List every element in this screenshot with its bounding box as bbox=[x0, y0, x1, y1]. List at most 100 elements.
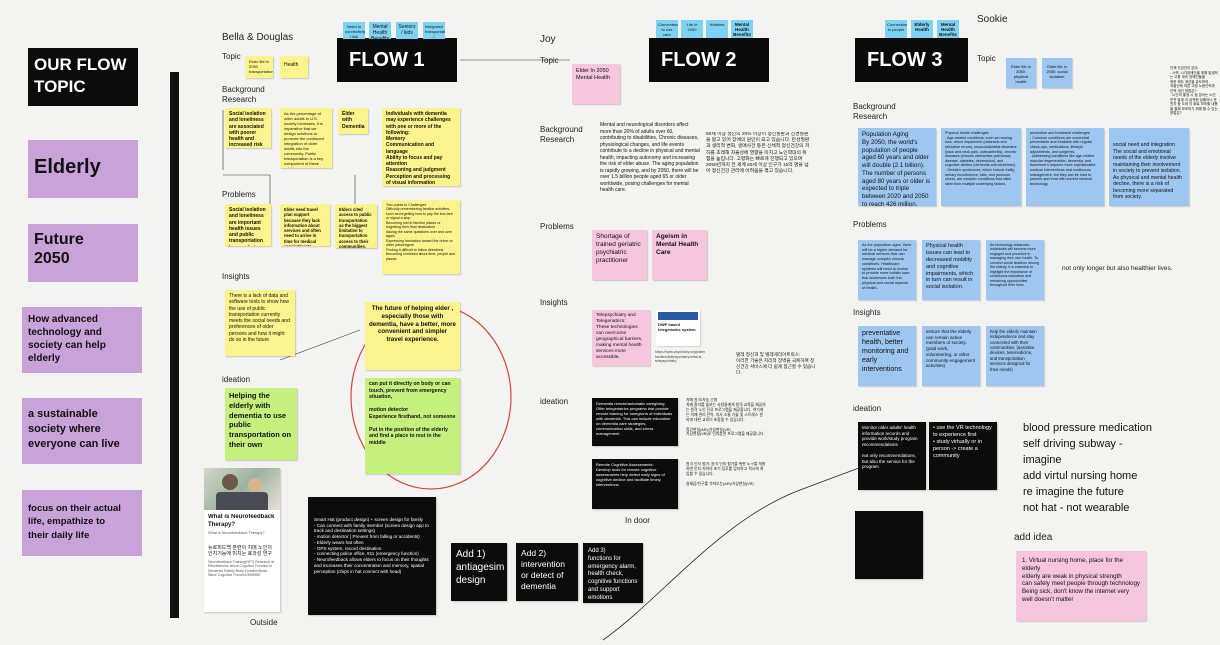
flow2-ideation-note: Remote Cognitive Assessments: Develop to… bbox=[592, 459, 678, 509]
flow2-ideation-kr: 원격 인지 평가: 원격 인지 평가를 위한 도구를 개발하면 인지 저하의 초… bbox=[686, 462, 766, 486]
flow3-problem-note: As the population ages, there will be a … bbox=[858, 240, 916, 300]
flow1-background-note: Individuals with dementia may experience… bbox=[382, 108, 460, 186]
flow3-label-add-idea: add idea bbox=[1014, 532, 1053, 543]
article-subtitle: What is Neurofeedback Therapy? bbox=[208, 530, 265, 535]
flow1-label-outside: Outside bbox=[250, 618, 278, 627]
smart-hat-note: Smart Hat (product design) + screen desi… bbox=[308, 497, 436, 615]
flow3-problem-side-note: not only longer but also healthier lives… bbox=[1062, 265, 1173, 272]
flow3-topic-note: Elder life in 2050: physical health bbox=[1006, 58, 1036, 88]
connector-line bbox=[223, 174, 271, 205]
add-note-3: Add 3) functions for emergency alarm, he… bbox=[583, 543, 643, 603]
flow1-label-background: Background Research bbox=[222, 85, 265, 105]
flow2-tag: Hobbies bbox=[706, 20, 728, 38]
flow3-ideation-note: Monitor older adults' health information… bbox=[858, 422, 926, 490]
flow3-label-background: Background Research bbox=[853, 102, 896, 122]
column-divider bbox=[170, 72, 179, 618]
flow1-tag: Mental Health Benefits bbox=[369, 22, 391, 39]
flow1-problem-note: Two points to Challenges Difficulty reme… bbox=[382, 200, 460, 274]
flow2-label-indoor: In door bbox=[625, 516, 650, 525]
topic-card-technology: How advanced technology and society can … bbox=[22, 307, 142, 373]
flow2-label-background: Background Research bbox=[540, 125, 583, 145]
flow1-problem-note: Elders cited access to public transporta… bbox=[335, 204, 377, 248]
topic-card-elderly: Elderly bbox=[28, 140, 138, 198]
flow3-label-insights: Insights bbox=[853, 308, 881, 317]
flow3-problem-note: As technology advances, individuals will… bbox=[986, 240, 1044, 300]
flow1-title: FLOW 1 bbox=[337, 38, 457, 82]
flow3-ideas-list: blood pressure medication self driving s… bbox=[1023, 422, 1153, 514]
flow2-insight-note: Telepsychiatry and Telegeriatrics: These… bbox=[592, 310, 650, 366]
flow2-label-problems: Problems bbox=[540, 222, 574, 231]
article-photo bbox=[204, 468, 280, 510]
flow3-blank-note bbox=[855, 511, 923, 579]
flow2-team-name: Joy bbox=[540, 34, 556, 45]
flow1-insight-note: The future of helping elder , especially… bbox=[365, 302, 460, 370]
add-note-2: Add 2) intervention or detect of dementi… bbox=[516, 543, 578, 601]
flow1-ideation-note: Helping the elderly with dementia to use… bbox=[225, 388, 297, 460]
flow2-background-kr: 60세 이상 성인의 20% 이상이 정신질환과 신경질환을 앓고 있어 장애의… bbox=[706, 132, 810, 175]
flow1-background-note: As the percentage of older adults in U.S… bbox=[280, 108, 332, 168]
flow3-label-problems: Problems bbox=[853, 220, 887, 229]
flow1-problem-note: Social isolation and loneliness are impo… bbox=[225, 204, 271, 246]
flow2-problem-note: Ageism in Mental Health Care bbox=[652, 230, 707, 280]
flow3-background-note: Population Aging By 2050, the world's po… bbox=[858, 128, 936, 206]
add-note-1: Add 1) antiagesim design bbox=[451, 543, 507, 601]
flow3-topic-note: Elder life in 2050: social isolation bbox=[1042, 58, 1072, 88]
flow3-insight-note: help the elderly maintain independence a… bbox=[986, 326, 1044, 386]
flow1-insight-note: There is a lack of data and software too… bbox=[225, 290, 295, 356]
flow2-label-insights: Insights bbox=[540, 298, 568, 307]
article-kr-title: 뉴로피드백 훈련이 치매 노인의 인지기능에 미치는 효과성 연구 bbox=[208, 544, 272, 558]
flow3-add-idea-note: 1. Virtual nursing home, place for the e… bbox=[1016, 551, 1146, 621]
flow1-background-note: Elder with Dementia bbox=[338, 108, 368, 134]
flow3-ideation-note: • use the VR technology to experience fi… bbox=[929, 422, 997, 490]
flow3-team-name: Sookie bbox=[977, 14, 1008, 25]
flow2-background-text: Mental and neurological disorders affect… bbox=[600, 122, 700, 193]
flow2-insight-url[interactable]: https://www.psychiatry.org/patients-fami… bbox=[655, 350, 705, 364]
flow1-tag: Need to connectivity / link people to th… bbox=[343, 22, 365, 39]
flow1-ideation-note: can put it directly on body or can touch… bbox=[365, 378, 460, 474]
flow2-tag: Life in 2050 bbox=[681, 20, 703, 38]
flow3-problem-note: Physical health issues can lead to decre… bbox=[922, 240, 980, 300]
flow2-ideation-note: Dementia remote/automatic caregiving Off… bbox=[592, 398, 678, 446]
flow-topic-title: OUR FLOW TOPIC bbox=[28, 48, 138, 106]
flow2-insight-article[interactable]: DWP based telegeriatric system bbox=[656, 310, 700, 346]
flow3-label-topic: Topic bbox=[977, 54, 996, 63]
flow1-team-name: Bella & Douglas bbox=[222, 32, 294, 43]
flow2-title: FLOW 2 bbox=[649, 38, 769, 82]
article-kr-subtitle: Neurofeedback Training(NFT) Research of … bbox=[208, 559, 275, 578]
flow3-side-note-kr: 인체 건강관리 분야 - 시력, 시각장애인을 위해 발생하는 고용 계속 장애… bbox=[1170, 66, 1218, 116]
flow3-title: FLOW 3 bbox=[855, 38, 968, 82]
flow3-insight-note: ensure that the elderly can remain activ… bbox=[922, 326, 980, 386]
article-title: What is Neurofeedback Therapy? bbox=[208, 514, 275, 528]
flow1-label-problems: Problems bbox=[222, 190, 256, 199]
flow1-topic-note: Elder life in 2050 transportation bbox=[245, 56, 273, 78]
flow2-insight-article-title: DWP based telegeriatric system bbox=[658, 322, 696, 333]
article-card[interactable]: What is Neurofeedback Therapy? What is N… bbox=[204, 468, 280, 612]
flow3-tag: Elderly Health bbox=[911, 20, 933, 38]
flow2-ideation-kr: 치매 원격/자동 간병 치매 환자를 돌보는 사람들에게 원격 교육을 제공하는… bbox=[686, 398, 766, 437]
flow1-tag: Integrated transportation / connectivity bbox=[423, 22, 445, 39]
flow1-problem-note: Elder need travel plan support because t… bbox=[280, 204, 330, 246]
flow3-label-ideation: ideation bbox=[853, 404, 882, 413]
flow1-label-ideation: ideation bbox=[222, 375, 251, 384]
flow1-background-note: Social isolation and loneliness are asso… bbox=[225, 108, 271, 148]
flow1-label-insights: Insights bbox=[222, 272, 250, 281]
flow1-tag: Seniors / kids bbox=[396, 22, 418, 39]
flow2-topic-note: Elder In 2050 Mental Health bbox=[572, 64, 620, 104]
flow3-insight-note: preventative health, better monitoring a… bbox=[858, 326, 916, 386]
flow3-background-note: Physical health challenges - Age-related… bbox=[941, 128, 1021, 206]
flow2-problem-note: Shortage of trained geriatric psychiatri… bbox=[592, 230, 647, 280]
flow2-tag: Mental Health Benefits bbox=[731, 20, 753, 38]
flow3-background-note: social need and integration The social a… bbox=[1109, 128, 1189, 206]
flow1-label-topic: Topic bbox=[222, 52, 241, 61]
flow2-tag: Convenience to use care bbox=[656, 20, 678, 38]
flow2-label-ideation: ideation bbox=[540, 397, 569, 406]
flow3-tag: Connection to people bbox=[885, 20, 907, 38]
flow3-background-note: prevention and treatment challenges - Co… bbox=[1026, 128, 1104, 206]
topic-card-daily-life: focus on their actual life, empathize to… bbox=[22, 490, 142, 556]
flow2-label-topic: Topic bbox=[540, 56, 559, 65]
flow1-topic-note: Health bbox=[280, 56, 308, 78]
flow3-tag: Mental Health Benefits bbox=[937, 20, 959, 38]
topic-card-future: Future 2050 bbox=[28, 224, 138, 282]
flow2-insight-kr: 텔레 정신과 및 텔레게리아트릭스: 이러한 기술은 지리적 장벽을 극복하여 … bbox=[736, 352, 816, 374]
topic-card-sustainable: a sustainable society where everyone can… bbox=[22, 398, 142, 464]
